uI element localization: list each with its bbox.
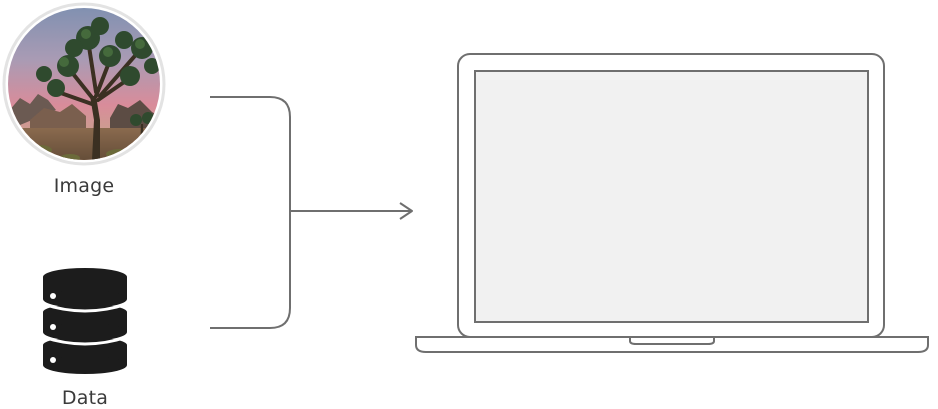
laptop-screen xyxy=(474,70,869,323)
image-icon xyxy=(2,2,166,166)
database-icon xyxy=(42,268,128,374)
image-label: Image xyxy=(53,175,115,197)
laptop-notch xyxy=(629,337,715,345)
arrow-right-icon xyxy=(290,202,413,220)
laptop-icon xyxy=(415,53,929,353)
merge-bracket xyxy=(210,96,291,329)
data-label: Data xyxy=(61,387,109,409)
